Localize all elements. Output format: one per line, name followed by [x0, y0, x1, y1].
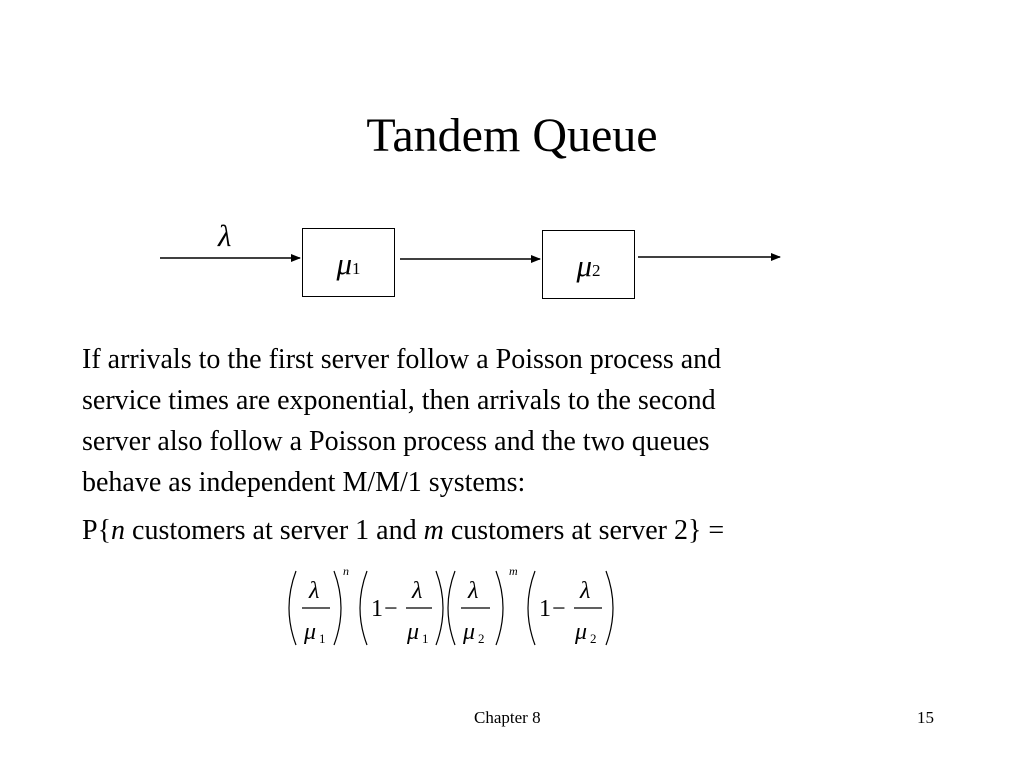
mu-subscript: 1 — [422, 631, 429, 646]
slide-title: Tandem Queue — [366, 109, 658, 162]
left-paren — [527, 570, 536, 646]
one: 1 — [539, 596, 551, 622]
right-paren — [495, 570, 504, 646]
left-paren — [359, 570, 368, 646]
footer-chapter: Chapter 8 — [474, 708, 541, 727]
right-paren — [605, 570, 614, 646]
denominator-mu: μ — [574, 619, 587, 645]
page-number: 15 — [917, 708, 934, 727]
exponent-n: n — [343, 564, 349, 578]
minus-sign: − — [384, 596, 398, 622]
mu-subscript: 2 — [478, 631, 485, 646]
server-2-label: μ2 — [576, 248, 601, 283]
denominator-mu: μ — [406, 619, 419, 645]
server-1-box: μ1 — [302, 228, 395, 297]
joint-probability-formula: λ λ λ λ μ μ μ μ 1 1 2 2 n m 1 − 1 − — [280, 563, 625, 653]
arrival-rate-label: λ — [218, 218, 232, 253]
mu-subscript: 2 — [590, 631, 597, 646]
left-paren — [447, 570, 456, 646]
left-paren — [288, 570, 297, 646]
numerator-lambda: λ — [579, 578, 590, 604]
paragraph-line: If arrivals to the first server follow a… — [82, 344, 722, 375]
denominator-mu: μ — [462, 619, 475, 645]
right-paren — [333, 570, 342, 646]
server-1-label: μ1 — [336, 246, 361, 281]
mu-subscript: 1 — [319, 631, 326, 646]
one: 1 — [371, 596, 383, 622]
right-paren — [435, 570, 444, 646]
paragraph-line: server also follow a Poisson process and… — [82, 426, 710, 457]
server-2-box: μ2 — [542, 230, 635, 299]
denominator-mu: μ — [303, 619, 316, 645]
minus-sign: − — [552, 596, 566, 622]
paragraph-line: behave as independent M/M/1 systems: — [82, 467, 526, 498]
paragraph-line: service times are exponential, then arri… — [82, 385, 716, 416]
probability-statement: P{n customers at server 1 and m customer… — [82, 515, 725, 546]
numerator-lambda: λ — [411, 578, 422, 604]
exponent-m: m — [509, 564, 518, 578]
numerator-lambda: λ — [308, 578, 319, 604]
numerator-lambda: λ — [467, 578, 478, 604]
explanation-paragraph: If arrivals to the first server follow a… — [82, 339, 882, 503]
